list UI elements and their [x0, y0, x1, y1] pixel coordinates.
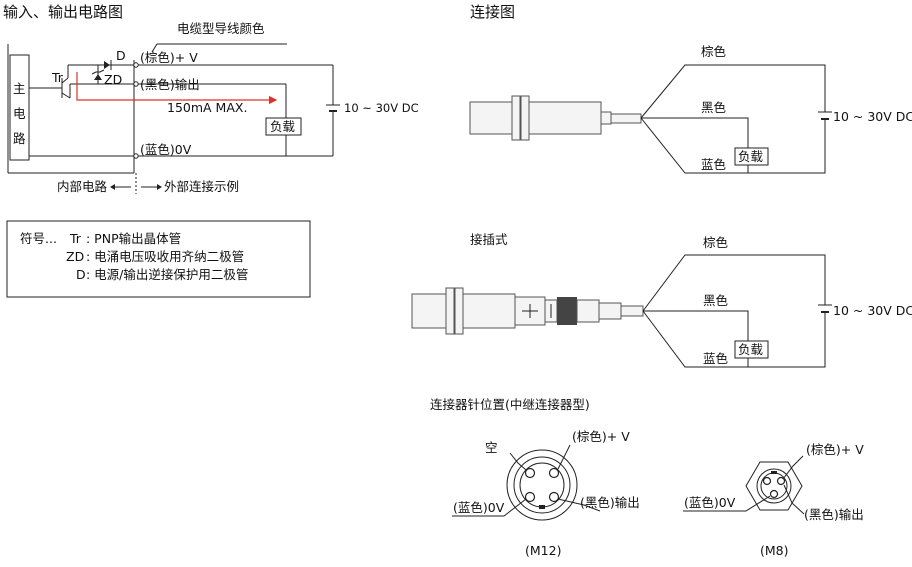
legend-desc-3: : 电源/输出逆接保护用二极管: [86, 267, 248, 282]
cable-load-label: 负载: [738, 149, 764, 164]
m8-pin-layout: (棕色)+ V (黑色)输出 (蓝色)0V (M8): [683, 442, 864, 558]
main-circuit-box: [9, 54, 30, 161]
io-black-label: (黑色)输出: [140, 77, 200, 92]
legend-box: [6, 220, 311, 298]
cable-connection-diagram: 负载 棕色 黑色 蓝色 10 ~ 30V DC: [469, 44, 912, 174]
cable-brown-label: 棕色: [701, 44, 727, 59]
m12-label: (M12): [525, 543, 561, 558]
m12-pin-black: [548, 491, 560, 503]
symbol-legend: 符号... Tr : PNP输出晶体管 ZD : 电涌电压吸收用齐纳二极管 D …: [6, 220, 311, 298]
m8-black-label: (黑色)输出: [804, 507, 864, 522]
zd-label: ZD: [104, 72, 122, 87]
cable-sensor-body: [469, 101, 516, 135]
main-circuit-char-1: 主: [13, 81, 26, 96]
io-circuit: 电缆型导线颜色 主 电 路 Tr D ZD: [7, 21, 419, 194]
legend-sym-2: ZD: [66, 249, 84, 264]
d-label: D: [116, 48, 126, 63]
m12-pin-empty: [524, 467, 536, 479]
connector-connection-diagram: 负载 棕色 黑色 蓝色 10 ~ 30V DC: [411, 235, 912, 368]
io-circuit-title: 输入、输出电路图: [3, 3, 123, 21]
cable-load-box: [734, 147, 769, 166]
legend-sym-1: Tr: [69, 231, 82, 246]
connector-type-title: 接插式: [470, 232, 508, 247]
m12-blue-label: (蓝色)0V: [453, 500, 505, 515]
connector-load-label: 负载: [738, 342, 764, 357]
pin-layout-title: 连接器针位置(中继连接器型): [430, 397, 590, 412]
m8-pin-black: [776, 476, 786, 486]
cable-black-label: 黑色: [701, 100, 727, 115]
cable-color-note: 电缆型导线颜色: [177, 21, 265, 36]
m8-pin-brown: [762, 476, 772, 486]
io-brown-label: (棕色)+ V: [140, 50, 198, 65]
legend-sym-3: D: [76, 267, 86, 282]
connector-sensor-body: [411, 293, 449, 329]
legend-desc-1: : PNP输出晶体管: [86, 231, 181, 246]
internal-label: 内部电路: [57, 179, 108, 194]
main-circuit-char-2: 电: [13, 106, 26, 121]
m8-pin-blue: [769, 489, 779, 499]
legend-prefix: 符号...: [20, 231, 57, 246]
connector-supply-label: 10 ~ 30V DC: [833, 303, 912, 318]
legend-desc-2: : 电涌电压吸收用齐纳二极管: [86, 249, 244, 264]
tr-label: Tr: [51, 70, 64, 85]
io-blue-label: (蓝色)0V: [140, 142, 192, 157]
connector-load-box: [734, 340, 769, 359]
m12-pin-brown: [548, 467, 560, 479]
m12-pin-blue: [524, 491, 536, 503]
m12-empty-label: 空: [485, 440, 498, 455]
io-load-box: [265, 117, 302, 136]
connector-blue-label: 蓝色: [703, 351, 729, 366]
connector-black-label: 黑色: [703, 293, 729, 308]
m12-brown-label: (棕色)+ V: [572, 429, 630, 444]
io-supply-label: 10 ~ 30V DC: [344, 101, 419, 115]
connector-brown-label: 棕色: [703, 235, 729, 250]
io-current-label: 150mA MAX.: [167, 100, 247, 115]
cable-supply-label: 10 ~ 30V DC: [833, 109, 912, 124]
main-circuit-char-3: 路: [13, 131, 26, 146]
m8-blue-label: (蓝色)0V: [684, 495, 736, 510]
connection-title: 连接图: [470, 3, 515, 21]
m8-label: (M8): [760, 543, 789, 558]
m12-pin-layout: 空 (棕色)+ V (黑色)输出 (蓝色)0V (M12): [452, 429, 640, 558]
cable-blue-label: 蓝色: [701, 157, 727, 172]
m8-brown-label: (棕色)+ V: [806, 442, 864, 457]
io-load-label: 负载: [270, 119, 296, 134]
m12-black-label: (黑色)输出: [580, 495, 640, 510]
external-label: 外部连接示例: [164, 179, 239, 194]
